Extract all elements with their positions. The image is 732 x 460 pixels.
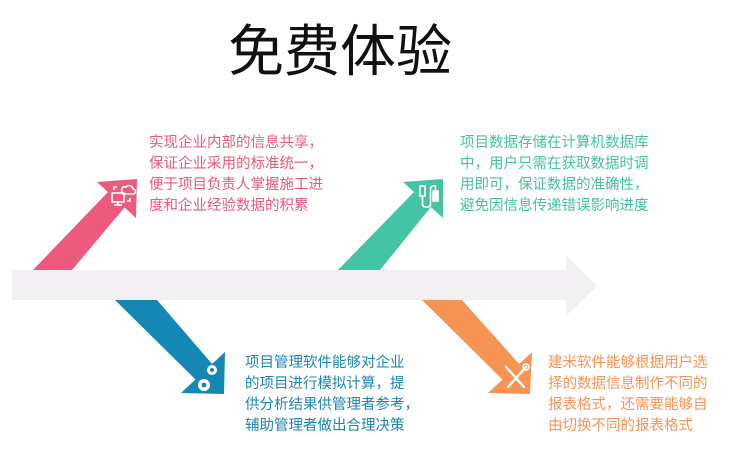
text-line: 由切换不同的报表格式 xyxy=(548,418,693,434)
text-line: 报表格式，还需要能够自 xyxy=(548,397,708,413)
main-spine-arrow xyxy=(12,255,597,316)
text-line: 项目管理软件能够对企业 xyxy=(245,355,405,371)
text-line: 实现企业内部的信息共享， xyxy=(149,135,323,151)
usb-cable-icon xyxy=(419,185,439,208)
text-line: 避免因信息传递错误影响进度 xyxy=(460,198,649,214)
blue-arrow xyxy=(115,300,225,394)
orange-description: 建米软件能够根据用户选 择的数据信息制作不同的 报表格式，还需要能够自 由切换不… xyxy=(548,353,708,437)
text-line: 辅助管理者做出合理决策 xyxy=(245,418,405,434)
text-line: 中，用户只需在获取数据时调 xyxy=(460,156,649,172)
gears-icon xyxy=(198,365,217,391)
text-line: 的项目进行模拟计算，提 xyxy=(245,376,405,392)
text-line: 用即可，保证数据的准确性， xyxy=(460,177,649,193)
cloud-computer-sync-icon xyxy=(111,184,137,206)
pink-description: 实现企业内部的信息共享， 保证企业采用的标准统一， 便于项目负责人掌握施工进 度… xyxy=(149,133,323,217)
text-line: 建米软件能够根据用户选 xyxy=(548,355,708,371)
tools-icon xyxy=(504,363,530,389)
teal-description: 项目数据存储在计算机数据库 中，用户只需在获取数据时调 用即可，保证数据的准确性… xyxy=(460,133,649,217)
pink-arrow xyxy=(33,179,137,270)
text-line: 便于项目负责人掌握施工进 xyxy=(149,177,323,193)
text-line: 供分析结果供管理者参考， xyxy=(245,397,419,413)
page-title: 免费体验 xyxy=(228,20,452,85)
text-line: 保证企业采用的标准统一， xyxy=(149,156,323,172)
text-line: 度和企业经验数据的积累 xyxy=(149,198,309,214)
teal-arrow xyxy=(338,179,443,270)
blue-description: 项目管理软件能够对企业 的项目进行模拟计算，提 供分析结果供管理者参考， 辅助管… xyxy=(245,353,419,437)
text-line: 项目数据存储在计算机数据库 xyxy=(460,135,649,151)
text-line: 择的数据信息制作不同的 xyxy=(548,376,708,392)
